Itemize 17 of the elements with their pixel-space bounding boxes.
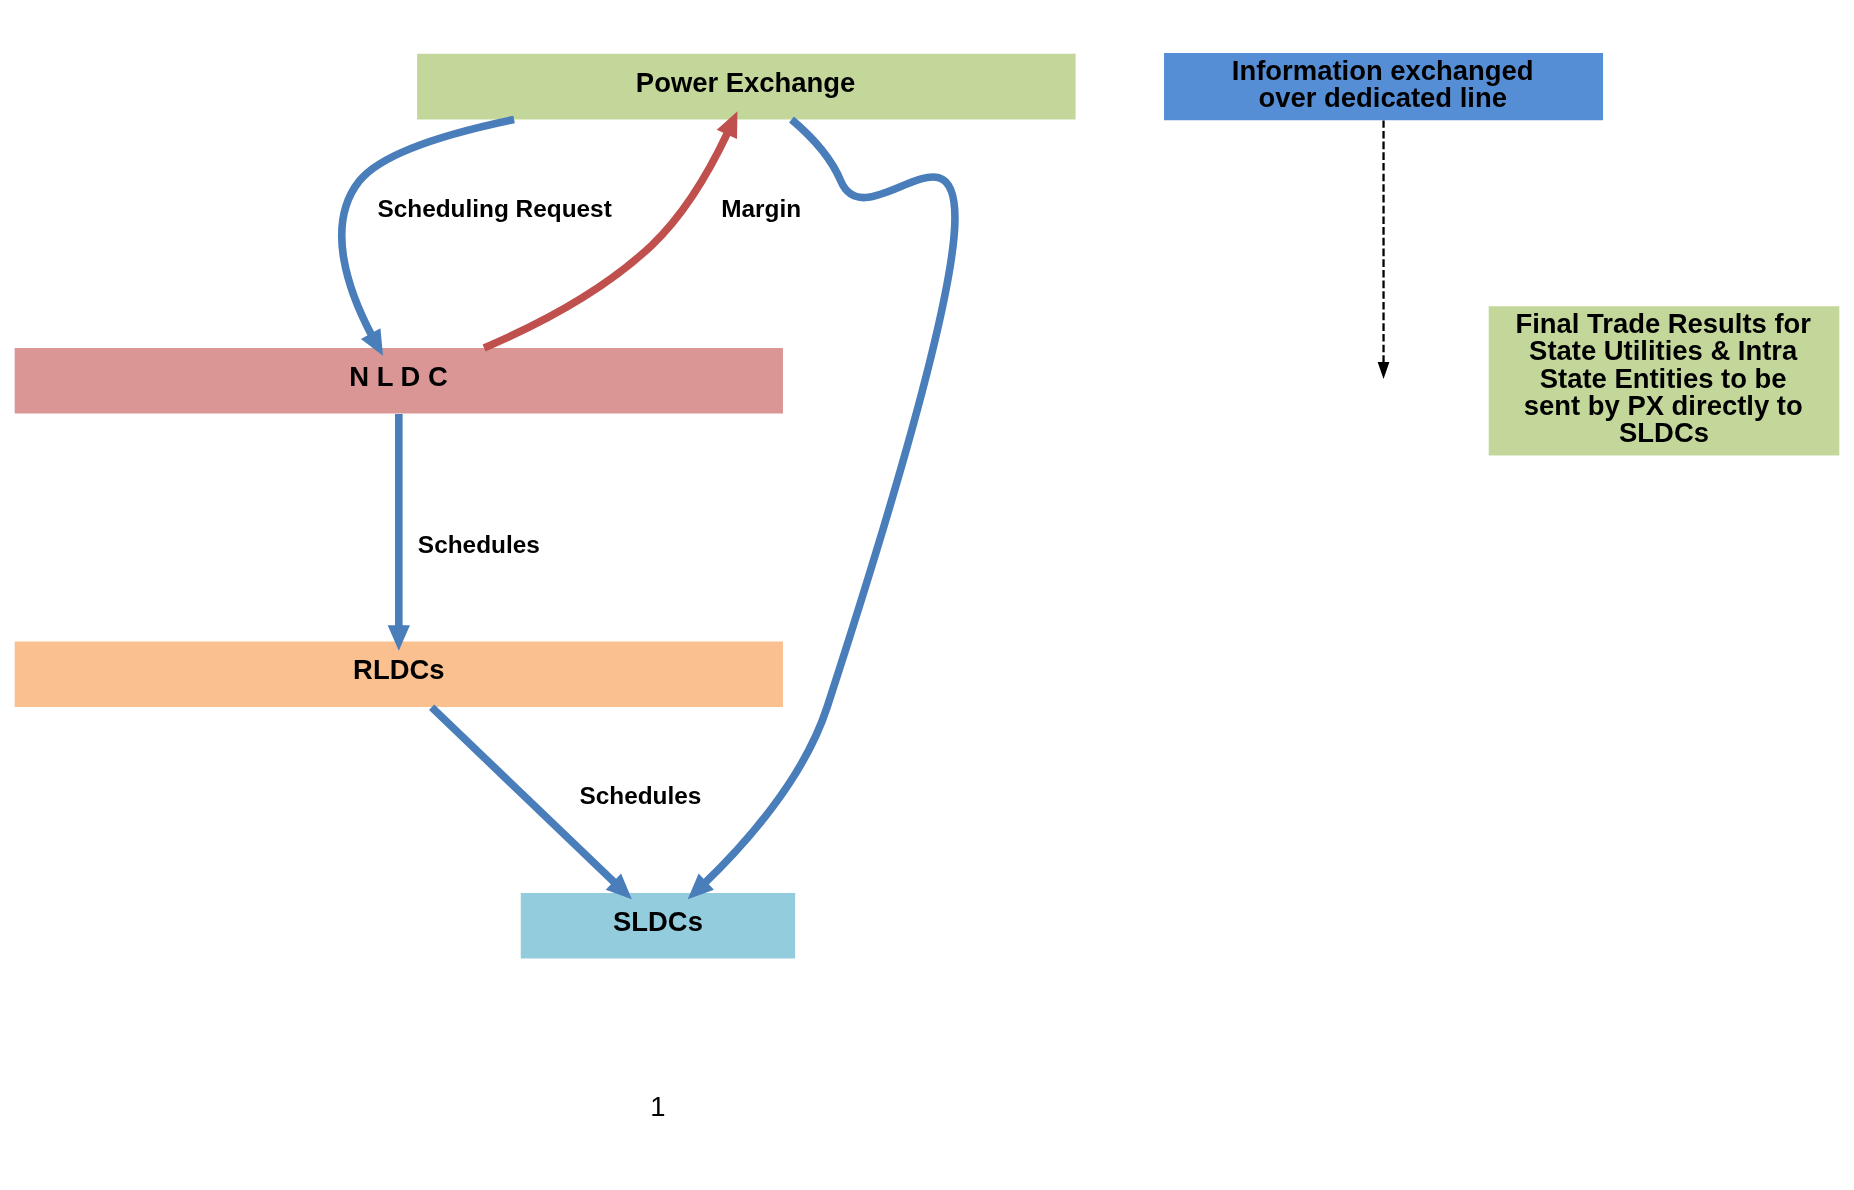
arrow (687, 116, 958, 900)
edge-label: Schedules (417, 530, 540, 558)
arrow (482, 111, 738, 352)
edge-label: Schedules (579, 782, 702, 810)
edge-label: Margin (721, 195, 802, 223)
arrow (338, 115, 515, 356)
node-box: N L D C (14, 348, 783, 414)
arrow (387, 414, 410, 651)
node-box: RLDCs (14, 641, 783, 708)
node-box: Final Trade Results for State Utilities & Intra State Entities to be sent by PX directly to SLDCs (1488, 306, 1840, 456)
node-box: Power Exchange (417, 53, 1076, 120)
arrow (1377, 120, 1390, 379)
edge-label: Scheduling Request (377, 195, 612, 223)
node-box: Information exchanged over dedicated line (1164, 53, 1604, 121)
node-box: SLDCs (520, 893, 796, 959)
label: 1 (650, 1091, 666, 1123)
arrow (429, 704, 632, 900)
